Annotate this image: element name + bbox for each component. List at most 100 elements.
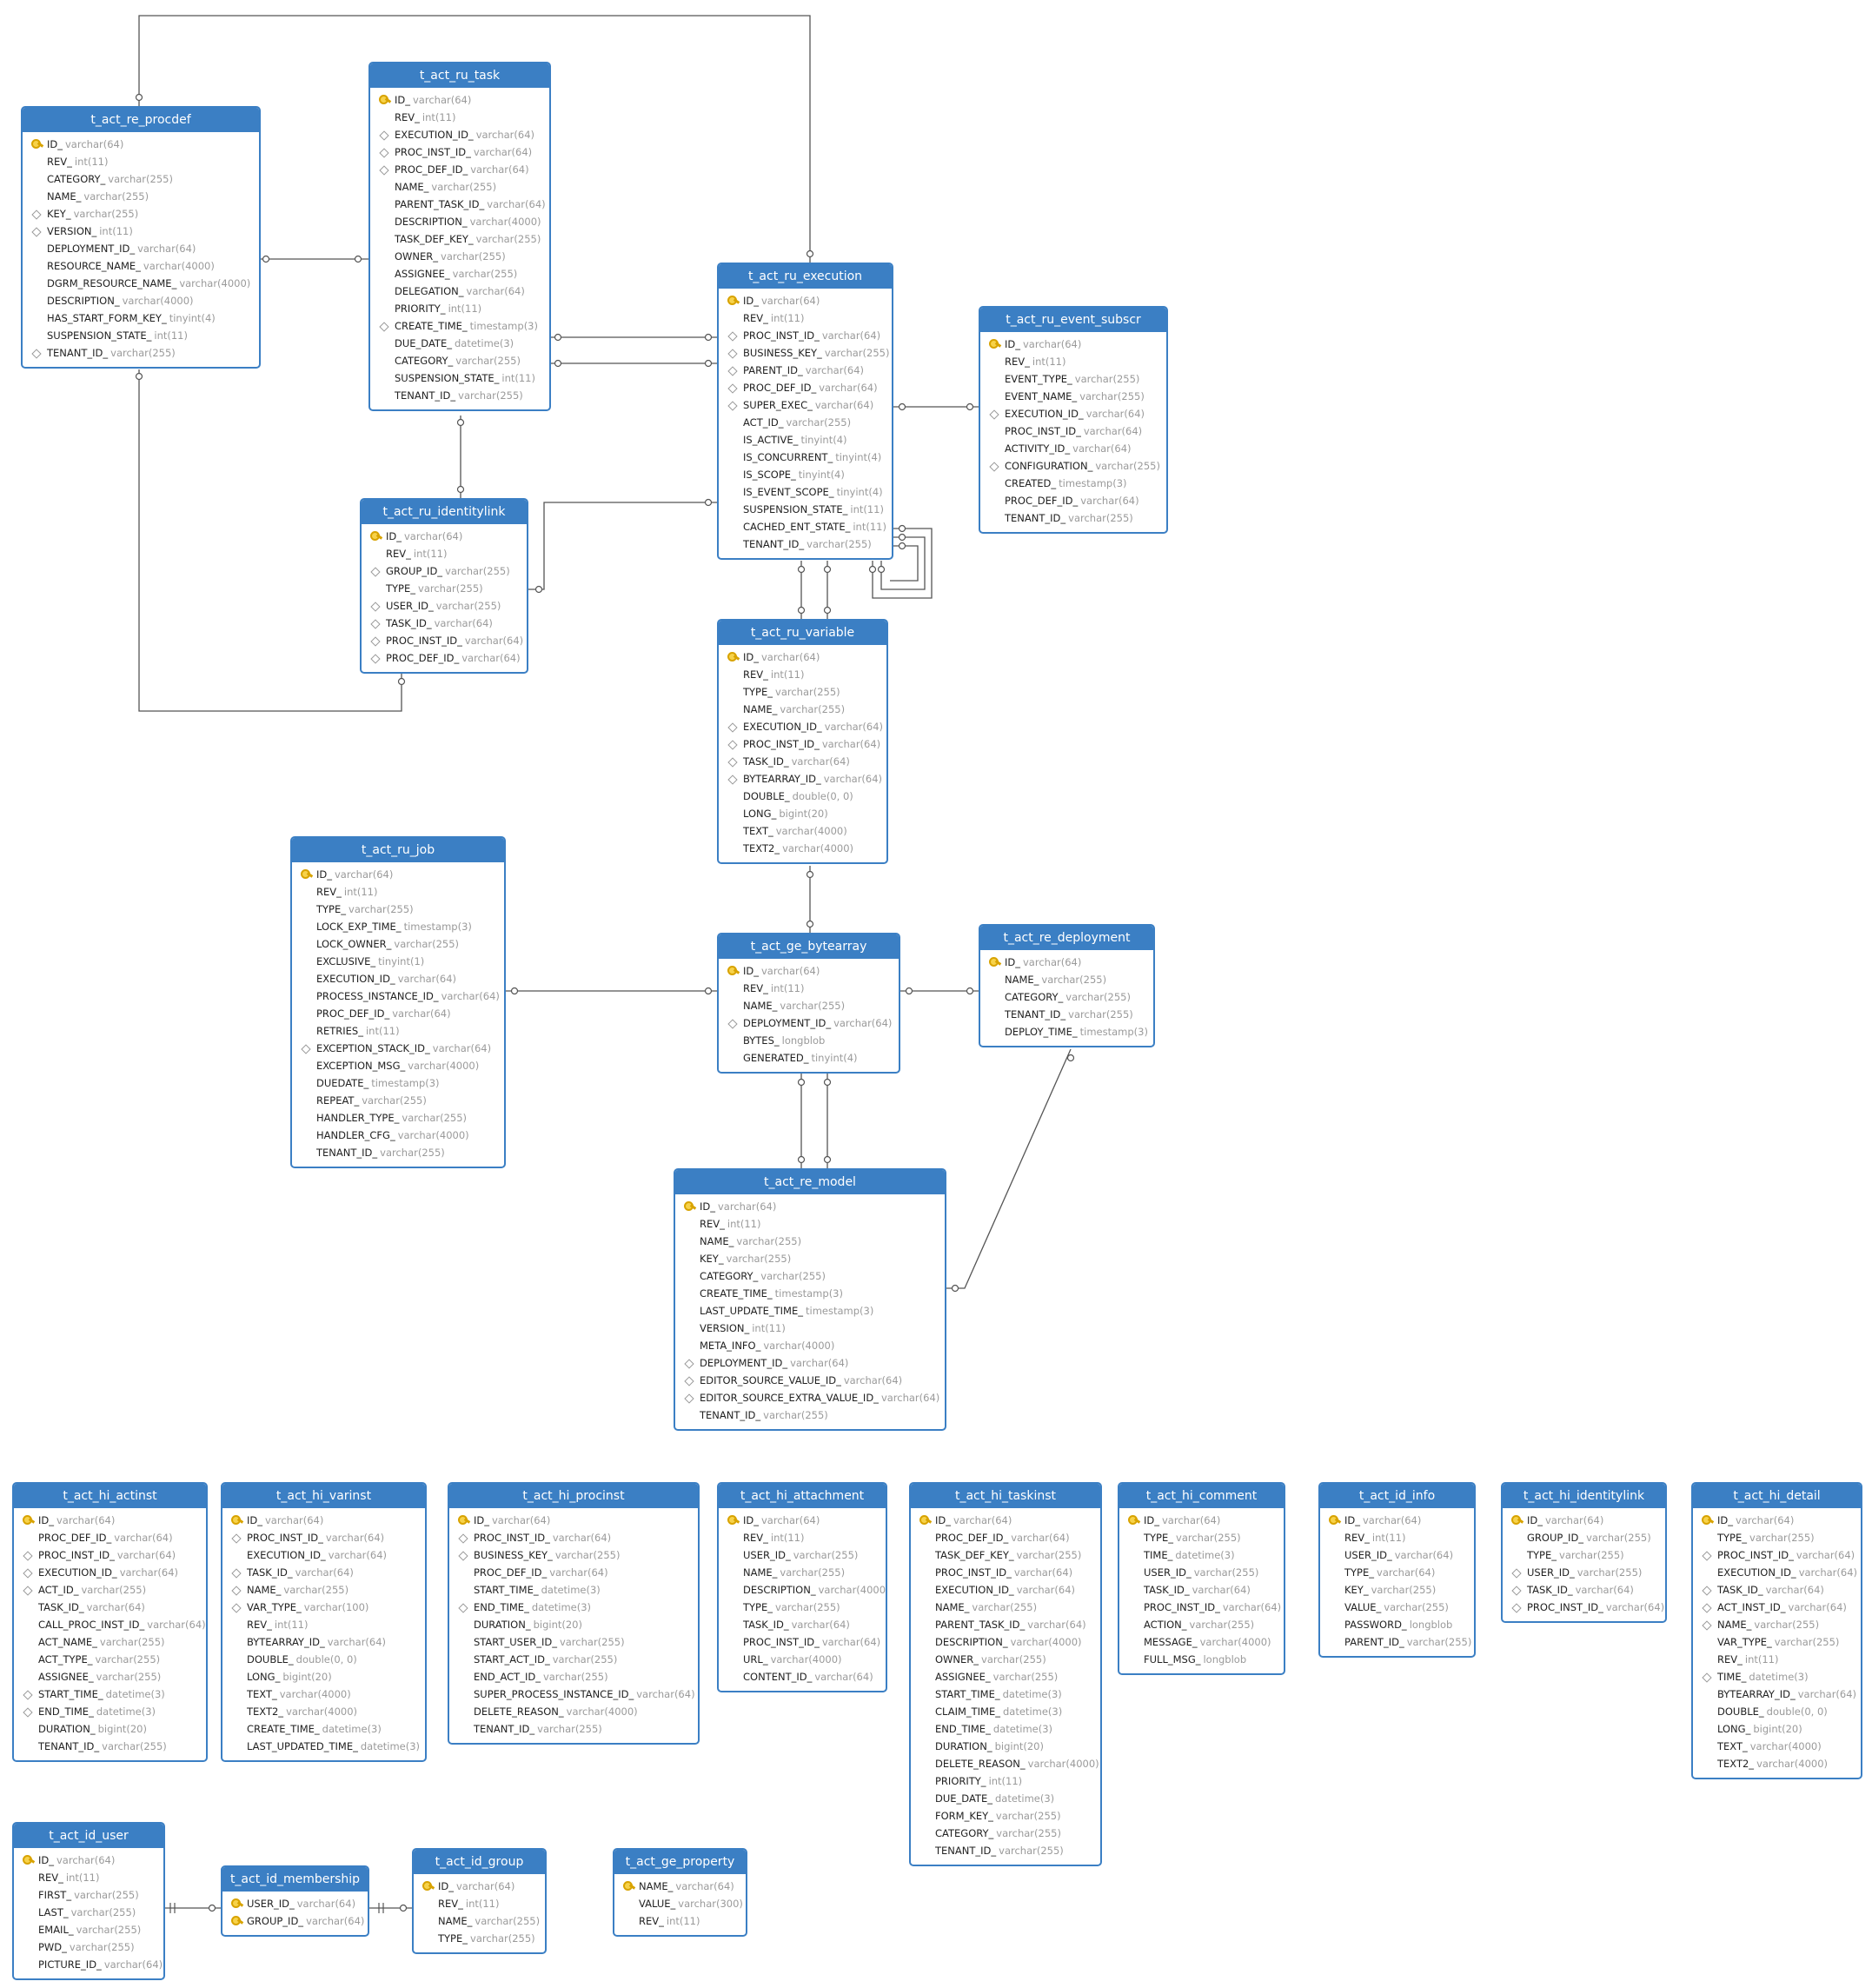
column-row: RETRIES_int(11) — [292, 1022, 504, 1040]
column-name: EXECUTION_ID_ — [1005, 408, 1084, 420]
index-icon — [1700, 1668, 1714, 1685]
column-name: MESSAGE_ — [1144, 1636, 1198, 1648]
column-row: BYTEARRAY_ID_varchar(64) — [1693, 1685, 1861, 1703]
column-row: REV_int(11) — [719, 1529, 886, 1546]
column-type: varchar(64) — [718, 1200, 777, 1213]
column-name: VALUE_ — [639, 1898, 676, 1910]
column-name: PROC_INST_ID_ — [935, 1566, 1012, 1579]
column-type: varchar(255) — [418, 582, 483, 595]
column-name: LAST_ — [38, 1906, 69, 1918]
column-name: TYPE_ — [743, 686, 773, 698]
column-type: varchar(255) — [452, 268, 518, 280]
column-name: DUE_DATE_ — [395, 337, 452, 349]
column-row: NAME_varchar(255) — [1693, 1616, 1861, 1633]
column-type: int(11) — [666, 1915, 700, 1927]
column-type: datetime(3) — [1003, 1705, 1063, 1718]
column-name: NAME_ — [47, 190, 82, 203]
column-row: TYPE_varchar(255) — [292, 901, 504, 918]
column-type: varchar(255) — [1406, 1636, 1472, 1648]
column-name: TENANT_ID_ — [316, 1147, 378, 1159]
column-row: LAST_UPDATE_TIME_timestamp(3) — [675, 1302, 945, 1320]
column-type: int(11) — [850, 503, 884, 515]
column-row: DEPLOYMENT_ID_varchar(64) — [719, 1014, 899, 1032]
column-row: PASSWORD_longblob — [1320, 1616, 1474, 1633]
column-name: VAR_TYPE_ — [247, 1601, 302, 1613]
column-row: TASK_ID_varchar(64) — [1693, 1581, 1861, 1599]
column-name: CREATE_TIME_ — [700, 1287, 773, 1300]
column-name: PICTURE_ID_ — [38, 1958, 102, 1971]
column-name: USER_ID_ — [1144, 1566, 1192, 1579]
column-name: CREATE_TIME_ — [247, 1723, 320, 1735]
column-type: varchar(255) — [99, 1636, 165, 1648]
column-row: CATEGORY_varchar(255) — [370, 352, 549, 369]
column-name: TENANT_ID_ — [38, 1740, 100, 1752]
column-type: varchar(255) — [283, 1584, 349, 1596]
column-type: varchar(255) — [96, 1671, 162, 1683]
column-row: EXECUTION_ID_varchar(64) — [292, 970, 504, 987]
column-type: varchar(255) — [445, 565, 510, 577]
column-row: DUE_DATE_datetime(3) — [911, 1790, 1100, 1807]
column-type: timestamp(3) — [469, 320, 538, 332]
column-name: PROC_INST_ID_ — [247, 1532, 323, 1544]
column-name: PRIORITY_ — [935, 1775, 986, 1787]
column-row: REV_int(11) — [414, 1895, 545, 1912]
column-row: NAME_varchar(255) — [980, 971, 1153, 988]
column-name: NAME_ — [935, 1601, 970, 1613]
column-name: TASK_ID_ — [386, 617, 432, 629]
column-row: IS_EVENT_SCOPE_tinyint(4) — [719, 483, 892, 501]
table-title: t_act_re_procdef — [23, 108, 259, 132]
column-row: PROC_DEF_ID_varchar(64) — [980, 492, 1166, 509]
column-name: END_ACT_ID_ — [474, 1671, 541, 1683]
column-name: PROC_INST_ID_ — [386, 635, 462, 647]
column-type: varchar(64) — [335, 868, 394, 881]
column-row: ASSIGNEE_varchar(255) — [370, 265, 549, 283]
column-type: varchar(64) — [790, 1357, 849, 1369]
table-title: t_act_hi_identitylink — [1503, 1484, 1665, 1508]
column-row: URL_varchar(4000) — [719, 1651, 886, 1668]
column-row: EXECUTION_ID_varchar(64) — [370, 126, 549, 143]
column-name: TYPE_ — [316, 903, 347, 915]
column-name: ACTIVITY_ID_ — [1005, 442, 1071, 455]
column-name: CACHED_ENT_STATE_ — [743, 521, 851, 533]
column-row: USER_ID_varchar(64) — [222, 1895, 368, 1912]
column-type: varchar(255) — [458, 389, 523, 402]
column-row: EXECUTION_ID_varchar(64) — [1693, 1564, 1861, 1581]
column-type: bigint(20) — [1753, 1723, 1802, 1735]
column-type: varchar(64) — [1023, 956, 1082, 968]
column-row: DESCRIPTION_varchar(4000) — [719, 1581, 886, 1599]
column-row: TYPE_varchar(255) — [1119, 1529, 1284, 1546]
column-type: varchar(64) — [1377, 1566, 1436, 1579]
column-name: DELEGATION_ — [395, 285, 464, 297]
column-row: REV_int(11) — [675, 1215, 945, 1233]
primary-key-icon — [21, 1852, 35, 1869]
column-row: NAME_varchar(255) — [370, 178, 549, 196]
column-row: DEPLOYMENT_ID_varchar(64) — [675, 1354, 945, 1372]
column-row: TIME_datetime(3) — [1119, 1546, 1284, 1564]
column-name: ID_ — [743, 651, 759, 663]
column-row: LONG_bigint(20) — [719, 805, 886, 822]
column-row: VALUE_varchar(300) — [614, 1895, 746, 1912]
